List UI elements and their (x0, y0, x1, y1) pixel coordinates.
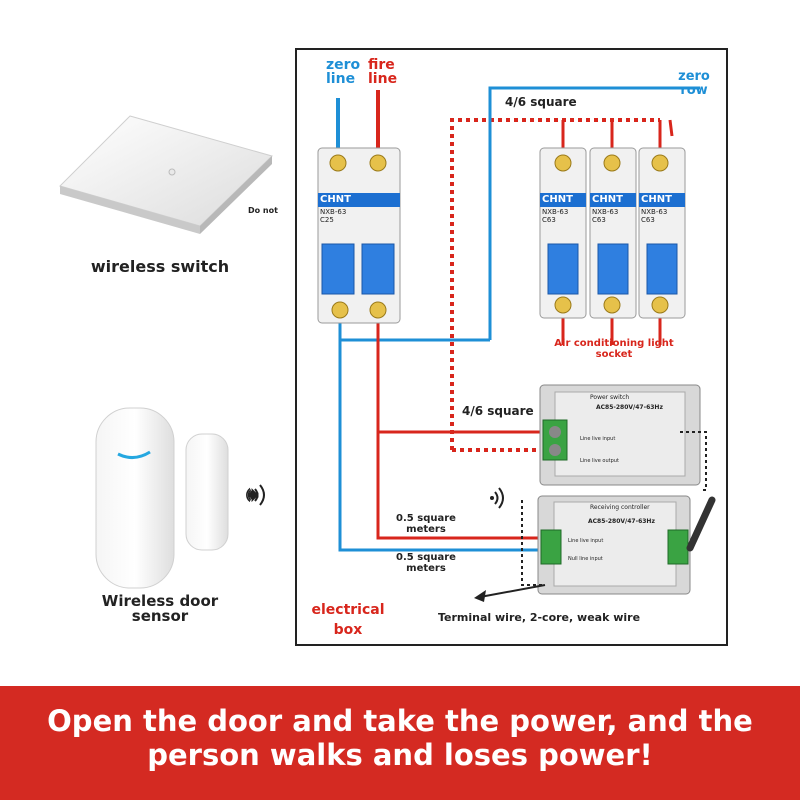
wiring-diagram (317, 86, 716, 602)
power-switch-line-out: Line live output (580, 458, 619, 464)
branch-breaker-brand: CHNT (542, 194, 573, 205)
power-switch-line-in: Line live input (580, 436, 616, 442)
zero-row-label: zero row (678, 69, 710, 98)
zero-row-wire (488, 86, 700, 340)
branch-breaker-model: NXB-63 (592, 208, 619, 216)
wireless-switch-icon (59, 115, 273, 234)
square-46-top-label: 4/6 square (505, 95, 577, 109)
branch-breaker-brand: CHNT (592, 194, 623, 205)
main-breaker-model: NXB-63 (320, 208, 347, 216)
door-sensor-icon (95, 407, 229, 589)
fire-line-label: fire line (368, 57, 398, 87)
branch-breaker-rating: C63 (592, 216, 606, 224)
branch-breaker-brand: CHNT (641, 194, 672, 205)
switch-note: Do not (248, 206, 278, 215)
bottom-banner (0, 686, 800, 800)
wiring-diagram-frame (295, 48, 728, 646)
branch-breakers (539, 147, 686, 319)
door-sensor-caption: Wireless door sensor (101, 592, 219, 625)
receiver-fire-in: Line live input (568, 538, 604, 544)
zero-line-label: zero line (326, 57, 361, 87)
signal-waves-icon (248, 484, 265, 506)
zero-line-to-receiver (338, 310, 545, 552)
square-05-b-label: 0.5 square meters (396, 552, 456, 574)
receiver-zero-in: Null line input (568, 556, 603, 562)
branch-breaker-model: NXB-63 (641, 208, 668, 216)
receiver-title: Receiving controller (590, 504, 650, 511)
main-breaker (317, 147, 401, 324)
receiver-signal-icon (490, 487, 504, 509)
power-switch-spec: AC85-280V/47-63Hz (596, 404, 663, 411)
branch-breaker-rating: C63 (641, 216, 655, 224)
square-46-mid-label: 4/6 square (462, 404, 534, 418)
dotted-fire-row (450, 118, 660, 450)
fire-line-to-receiver (376, 432, 545, 540)
receiver-spec: AC85-280V/47-63Hz (588, 518, 655, 525)
wireless-switch-caption: wireless switch (90, 257, 230, 276)
ac-light-socket-label: Air conditioning light socket (554, 338, 674, 360)
main-breaker-rating: C25 (320, 216, 334, 224)
terminal-wire-label: Terminal wire, 2-core, weak wire (438, 611, 641, 624)
branch-breaker-rating: C63 (542, 216, 556, 224)
banner-text: Open the door and take the power, and th… (47, 704, 753, 772)
branch-breaker-model: NXB-63 (542, 208, 569, 216)
electrical-box-label: electrical box (311, 602, 385, 638)
receiver-module (474, 495, 716, 602)
power-switch-title: Power switch (590, 394, 630, 401)
power-switch-module (539, 384, 707, 491)
square-05-a-label: 0.5 square meters (396, 513, 456, 535)
main-breaker-brand: CHNT (320, 194, 351, 205)
